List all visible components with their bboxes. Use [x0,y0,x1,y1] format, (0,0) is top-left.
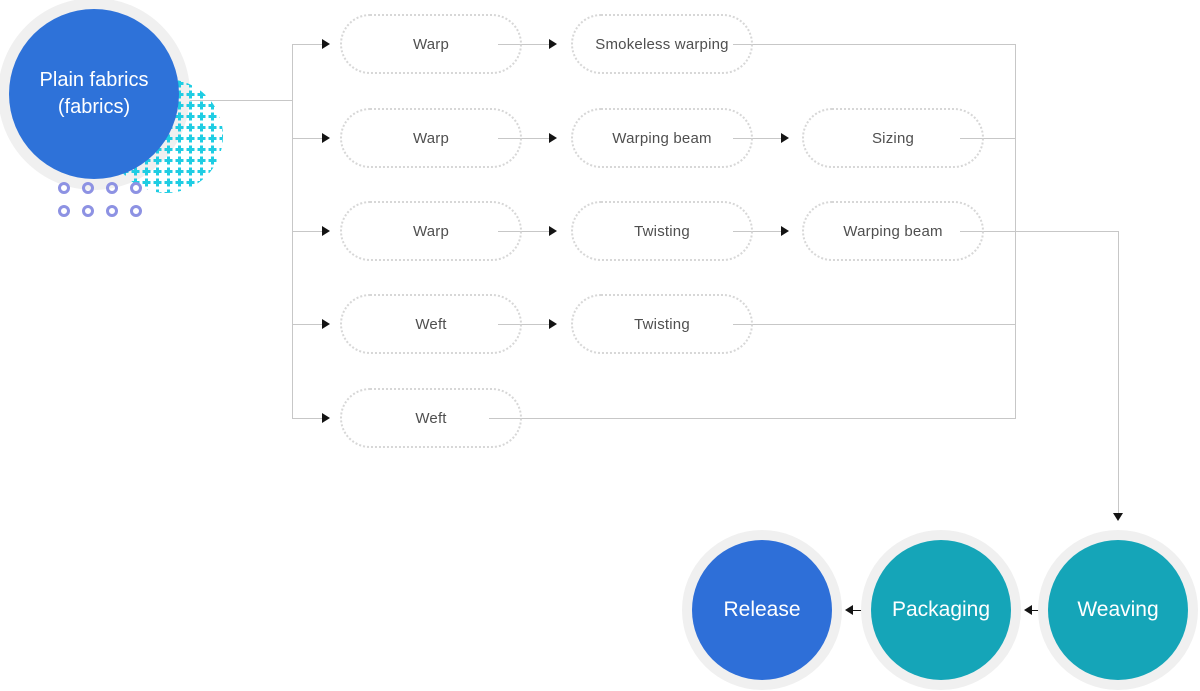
step-label: Twisting [634,315,690,333]
step-label: Smokeless warping [595,35,729,53]
arrow-right-icon [781,226,789,236]
step-label: Warp [412,35,450,53]
arrow-right-icon [549,226,557,236]
output-line [489,418,1016,419]
source-node-label-line2: (fabrics) [57,96,131,118]
ring-dot-decoration [130,182,142,194]
step-label: Weft [415,315,447,333]
step-label: Warping beam [612,129,712,147]
step-connector-line [498,324,549,325]
step-pill-warp-3: Warp [340,201,522,261]
output-line [733,44,1016,45]
step-label: Weft [415,409,447,427]
ring-dot-decoration [106,182,118,194]
ring-dot-decoration [82,182,94,194]
step-pill-smokeless-warping: Smokeless warping [571,14,753,74]
final-connector-line [853,610,868,611]
arrow-right-icon [322,133,330,143]
step-pill-weft-2: Weft [340,388,522,448]
step-connector-line [498,231,549,232]
arrow-down-icon [1113,513,1123,521]
branch-line [293,44,322,45]
source-node-label-line1: Plain fabrics [39,69,149,91]
arrow-left-icon [1024,605,1032,615]
right-trunk-line [1015,44,1016,419]
step-label: Twisting [634,222,690,240]
step-connector-line [733,231,781,232]
branch-line [293,231,322,232]
step-pill-twisting-1: Twisting [571,201,753,261]
source-connector-line [179,100,293,101]
branch-line [293,138,322,139]
ring-dot-decoration [58,182,70,194]
arrow-right-icon [549,319,557,329]
packaging-node: Packaging [871,540,1011,680]
output-line [960,231,1118,232]
weaving-node: Weaving [1048,540,1188,680]
left-trunk-line [292,44,293,419]
ring-dot-decoration [106,205,118,217]
drop-line [1118,231,1119,513]
step-pill-warp-1: Warp [340,14,522,74]
step-label: Warp [412,222,450,240]
step-pill-warp-2: Warp [340,108,522,168]
step-connector-line [498,138,549,139]
step-label: Warping beam [843,222,943,240]
ring-dot-decoration [58,205,70,217]
arrow-right-icon [322,226,330,236]
arrow-right-icon [549,39,557,49]
ring-dot-decoration [130,205,142,217]
branch-line [293,324,322,325]
output-line [733,324,1016,325]
release-node: Release [692,540,832,680]
release-label: Release [723,598,801,621]
step-connector-line [498,44,549,45]
arrow-left-icon [845,605,853,615]
source-node: Plain fabrics (fabrics) [9,9,179,179]
arrow-right-icon [322,413,330,423]
step-pill-twisting-2: Twisting [571,294,753,354]
output-line [960,138,1016,139]
weaving-label: Weaving [1077,598,1159,621]
arrow-right-icon [322,39,330,49]
step-label: Sizing [871,129,915,147]
arrow-right-icon [322,319,330,329]
step-pill-warping-beam-2: Warping beam [802,201,984,261]
step-pill-warping-beam-1: Warping beam [571,108,753,168]
step-connector-line [733,138,781,139]
packaging-label: Packaging [891,598,991,621]
ring-dot-decoration [82,205,94,217]
step-label: Warp [412,129,450,147]
arrow-right-icon [781,133,789,143]
arrow-right-icon [549,133,557,143]
step-pill-sizing: Sizing [802,108,984,168]
step-pill-weft-1: Weft [340,294,522,354]
branch-line [293,418,322,419]
